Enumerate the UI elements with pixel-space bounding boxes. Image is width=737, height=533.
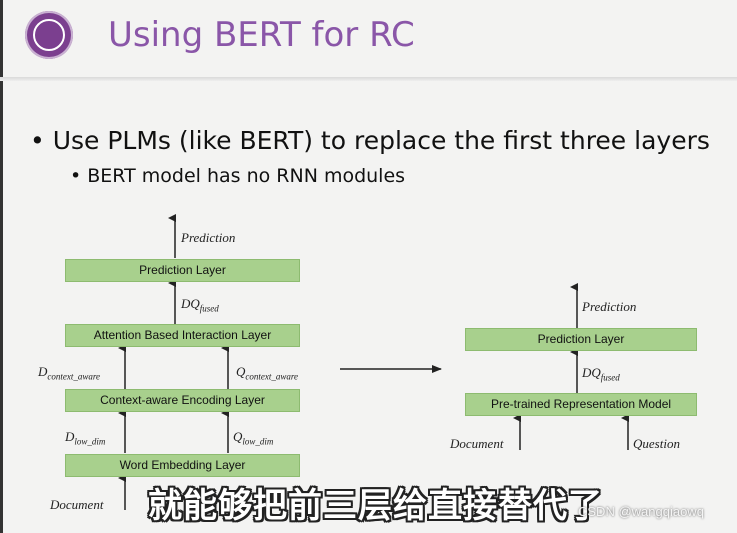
right-pretrained-model-layer: Pre-trained Representation Model: [465, 393, 697, 416]
left-dq-fused-label: DQfused: [181, 296, 219, 314]
q-context-aware-label: Qcontext_aware: [236, 364, 299, 382]
left-embedding-layer: Word Embedding Layer: [65, 454, 300, 477]
slide-title: Using BERT for RC: [108, 15, 415, 55]
right-prediction-label: Prediction: [582, 299, 637, 314]
left-document-label: Document: [50, 497, 104, 512]
video-subtitle: 就能够把前三层给直接替代了: [148, 486, 603, 526]
left-prediction-layer: Prediction Layer: [65, 259, 300, 282]
window-edge: [0, 0, 3, 533]
right-question-label: Question: [633, 436, 680, 451]
right-dq-fused-label: DQfused: [582, 365, 620, 383]
university-logo: [25, 11, 73, 59]
left-encoding-layer: Context-aware Encoding Layer: [65, 389, 300, 412]
right-prediction-layer: Prediction Layer: [465, 328, 697, 351]
d-low-dim-label: Dlow_dim: [65, 429, 106, 447]
title-divider: [0, 77, 737, 81]
bullet-sub: • BERT model has no RNN modules: [70, 165, 406, 187]
logo-emblem: [33, 19, 65, 51]
left-attention-layer: Attention Based Interaction Layer: [65, 324, 300, 347]
bullet-main: • Use PLMs (like BERT) to replace the fi…: [30, 126, 710, 155]
csdn-watermark: CSDN @wangqiaowq: [578, 504, 704, 519]
q-low-dim-label: Qlow_dim: [233, 429, 274, 447]
d-context-aware-label: Dcontext_aware: [38, 364, 101, 382]
left-prediction-label: Prediction: [181, 230, 236, 245]
right-document-label: Document: [450, 436, 504, 451]
